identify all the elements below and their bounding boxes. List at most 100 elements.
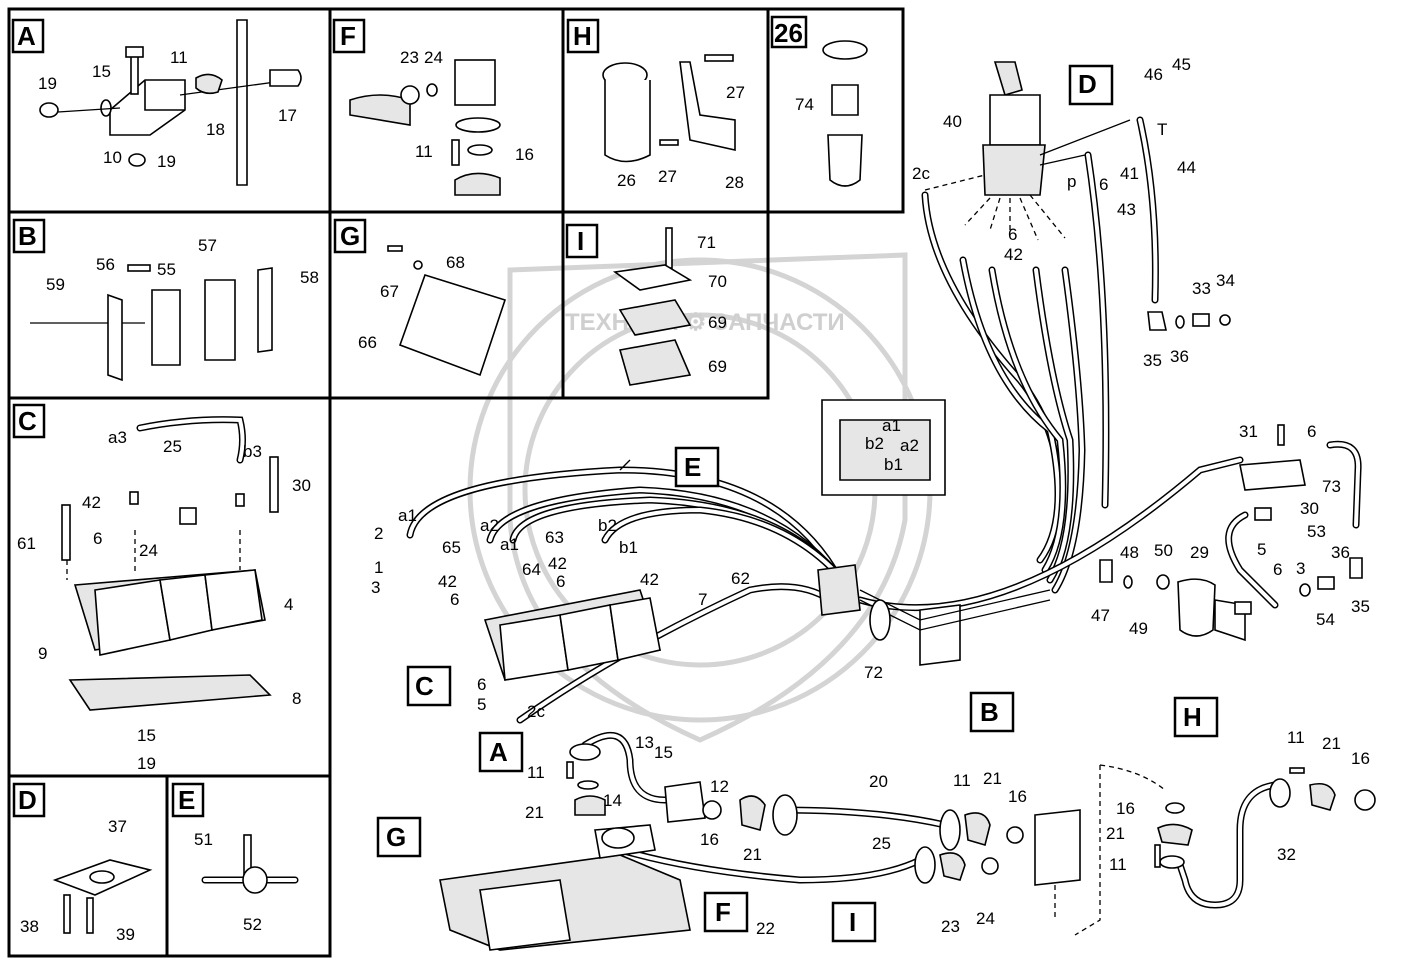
part-number-label: 66 [358,333,377,352]
panel-e: E 51 52 [171,782,299,934]
part-number-label: 25 [872,834,891,853]
callout-b: B [980,697,999,727]
part-number-label: 30 [292,476,311,495]
part-number-label: 15 [137,726,156,745]
part-number-label: 42 [82,493,101,512]
part-number-label: 13 [635,733,654,752]
panel-c: C a3 25 b3 30 42 61 6 24 4 9 8 15 19 [12,403,311,773]
part-number-label: 45 [1172,55,1191,74]
callout-e: E [684,452,701,482]
part-number-label: 64 [522,560,541,579]
part-number-label: 19 [137,754,156,773]
part-number-label: 58 [300,268,319,287]
part-number-label: 50 [1154,541,1173,560]
part-number-label: 11 [170,48,188,67]
part-number-label: 59 [46,275,65,294]
part-number-label: 72 [864,663,883,682]
part-number-label: 29 [1190,543,1209,562]
part-number-label: 32 [1277,845,1296,864]
part-number-label: 51 [194,830,213,849]
part-number-label: 41 [1120,164,1139,183]
part-number-label: 43 [1117,200,1136,219]
panel-d-letter: D [18,785,37,815]
panel-26-number: 26 [774,18,803,48]
part-number-label: 61 [17,534,36,553]
part-number-label: 21 [743,845,762,864]
part-number-label: 31 [1239,422,1258,441]
part-number-label: 71 [697,233,716,252]
part-number-label: 36 [1170,347,1189,366]
panel-g: G 68 67 66 [333,218,507,377]
panel-h-letter: H [573,21,592,51]
callout-h: H [1183,702,1202,732]
panel-26: 26 74 [770,15,868,187]
part-number-label: 16 [700,830,719,849]
callout-f: F [715,897,731,927]
part-number-label: 54 [1316,610,1335,629]
part-number-label: a3 [108,428,127,447]
part-number-label: 55 [157,260,176,279]
part-number-label: 2c [912,164,930,183]
part-number-label: 3 [371,578,380,597]
part-number-label: 35 [1143,351,1162,370]
part-number-label: 35 [1351,597,1370,616]
part-number-label: 11 [527,763,545,782]
callout-d: D [1078,69,1097,99]
callout-a: A [489,737,508,767]
part-number-label: 6 [450,590,459,609]
part-number-label: 27 [726,83,745,102]
part-number-label: 24 [424,48,443,67]
part-number-label: 8 [292,689,301,708]
part-number-label: 70 [708,272,727,291]
part-number-label: b1 [619,538,638,557]
part-number-label: 39 [116,925,135,944]
part-number-label: a1 [398,506,417,525]
part-number-label: 21 [983,769,1002,788]
part-number-label: 16 [1008,787,1027,806]
part-number-label: 65 [442,538,461,557]
part-number-label: 53 [1307,522,1326,541]
part-number-label: 21 [1322,734,1341,753]
part-number-label: 74 [795,95,814,114]
part-number-label: 6 [1307,422,1316,441]
part-number-label: 67 [380,282,399,301]
part-number-label: 56 [96,255,115,274]
part-number-label: 23 [400,48,419,67]
part-number-label: 5 [477,695,486,714]
part-number-label: 14 [603,791,622,810]
panel-i: I 71 70 69 69 [565,223,727,386]
part-number-label: 63 [545,528,564,547]
part-number-label: 16 [1351,749,1370,768]
part-number-label: 6 [93,529,102,548]
part-number-label: 36 [1331,543,1350,562]
part-number-label: 38 [20,917,39,936]
watermark-text: ТЕХНИКА ⚙ ЗАПЧАСТИ [565,309,845,336]
callout-g: G [386,822,406,852]
part-number-label: 18 [206,120,225,139]
part-number-label: 1 [374,558,383,577]
part-number-label: 7 [698,590,707,609]
part-number-label: a1 [500,535,519,554]
part-number-label: 49 [1129,619,1148,638]
part-number-label: 11 [953,771,971,790]
lower-assembly: A G F I 13 15 11 12 14 21 16 21 20 11 21… [376,731,1166,951]
part-number-label: 52 [243,915,262,934]
panel-a: A 11 15 19 17 18 10 19 [11,18,302,186]
joystick-valve: D 40 2c p 6 41 46 45 T 44 43 6 42 [912,55,1196,594]
part-number-label: T [1157,120,1167,139]
part-number-label: a1 [882,416,901,435]
part-number-label: 2 [374,524,383,543]
part-number-label: 3 [1296,559,1305,578]
part-number-label: 42 [548,554,567,573]
part-number-label: 5 [1257,540,1266,559]
panel-c-letter: C [18,406,37,436]
part-number-label: 33 [1192,279,1211,298]
panel-d: D 37 38 39 [12,782,153,944]
part-number-label: 42 [1004,245,1023,264]
part-number-label: 69 [708,357,727,376]
part-number-label: 15 [92,62,111,81]
part-number-label: 30 [1300,499,1319,518]
panel-b-letter: B [18,221,37,251]
part-number-label: 9 [38,644,47,663]
